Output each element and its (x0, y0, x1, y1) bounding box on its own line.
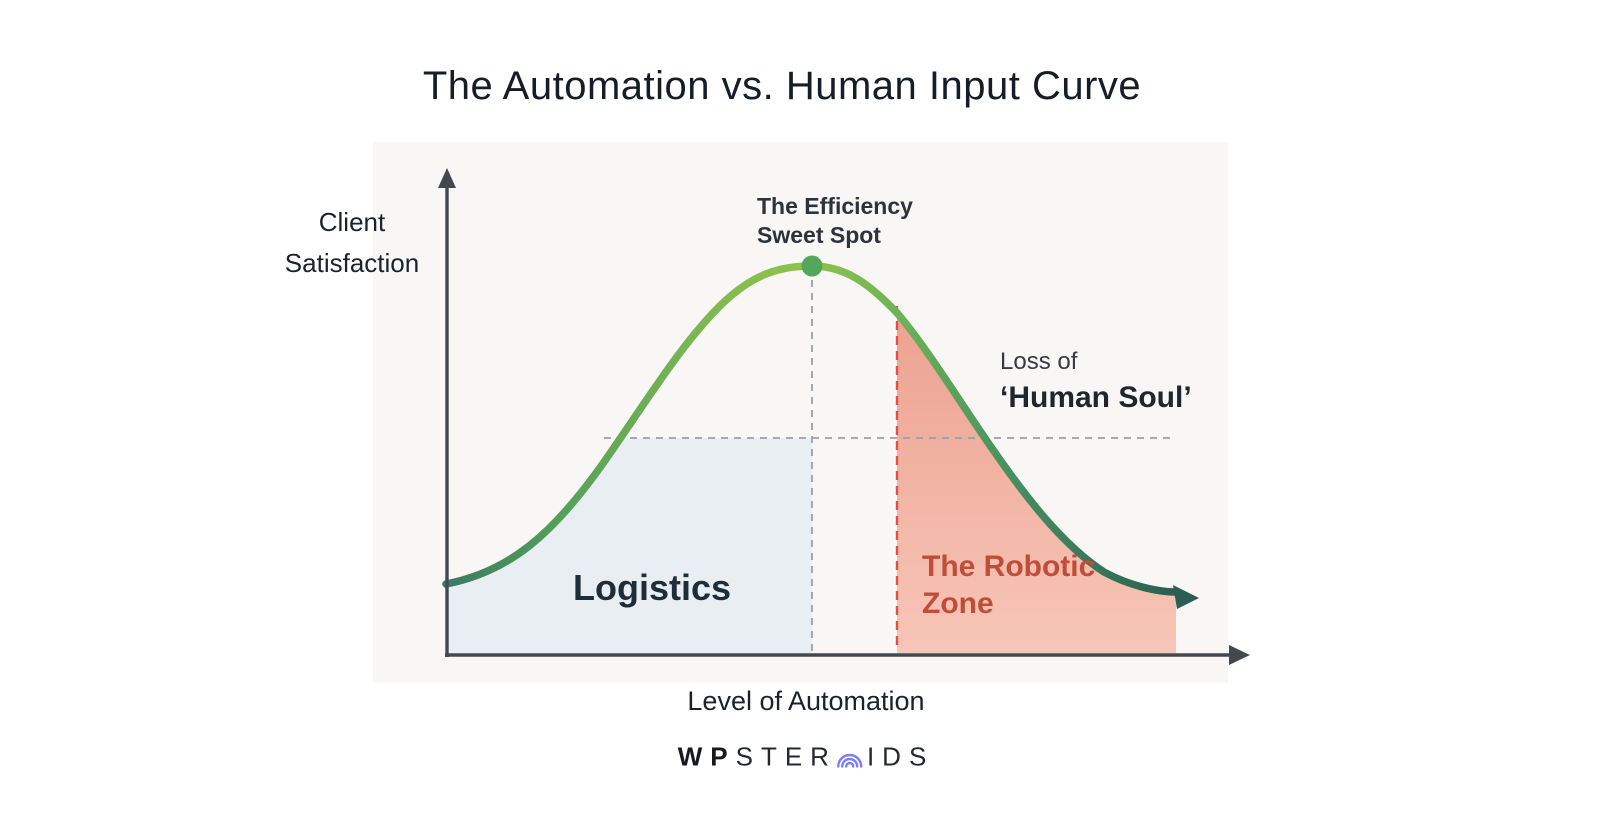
logo-text-wp: WP (677, 741, 736, 772)
x-axis-label: Level of Automation (687, 686, 925, 716)
y-axis-label-line1: Client (318, 207, 386, 237)
footer-logo: WP STER IDS (678, 742, 935, 773)
x-axis-arrow-icon (1229, 645, 1250, 665)
y-axis-label: Client Satisfaction (285, 202, 419, 284)
y-axis-label-line2: Satisfaction (284, 248, 420, 278)
sweet-spot-label: The Efficiency Sweet Spot (757, 192, 913, 250)
sweet-spot-label-line1: The Efficiency (757, 193, 913, 219)
robotic-zone-label-line1: The Robotic (922, 550, 1096, 583)
concentric-arcs-icon (837, 753, 863, 768)
logo-text-ids: IDS (866, 741, 935, 772)
sweet-spot-label-line2: Sweet Spot (757, 222, 881, 248)
page-title: The Automation vs. Human Input Curve (422, 64, 1142, 108)
logistics-zone-fill (448, 438, 812, 653)
curve-arrow-icon (1173, 585, 1199, 609)
logistics-zone-label: Logistics (572, 567, 732, 608)
y-axis-arrow-icon (438, 168, 456, 188)
robotic-zone-label: The Robotic Zone (922, 548, 1095, 622)
sweet-spot-dot (801, 255, 823, 277)
robotic-zone-label-line2: Zone (922, 587, 994, 620)
robotic-zone-fill (897, 312, 1176, 653)
logo-text-ster: STER (735, 741, 837, 772)
loss-label-line2: ‘Human Soul’ (1000, 381, 1192, 414)
loss-of-human-soul-label: Loss of ‘Human Soul’ (1000, 350, 1192, 413)
loss-label-line1: Loss of (1000, 348, 1078, 375)
bell-curve (442, 262, 1180, 596)
